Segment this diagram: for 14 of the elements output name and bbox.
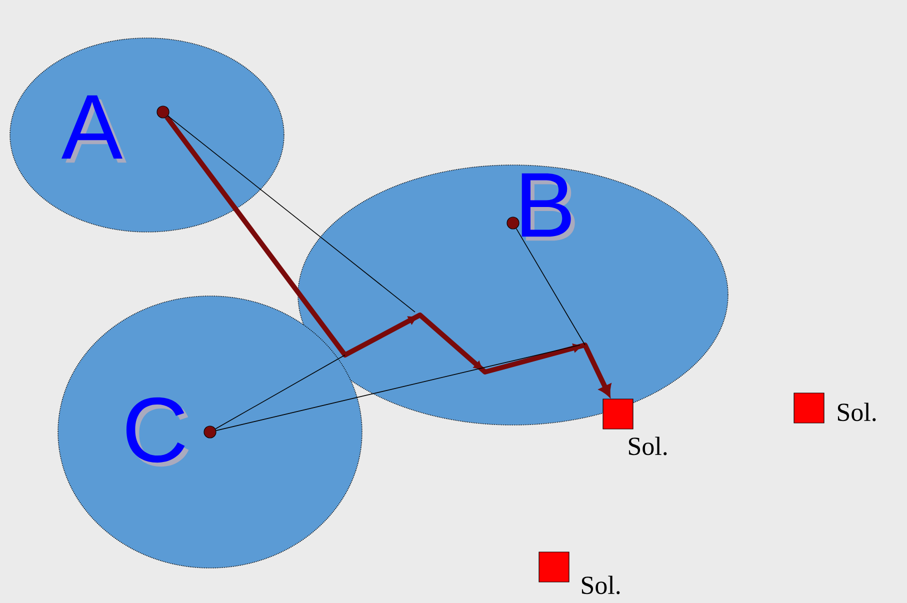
solution-label: Sol. bbox=[628, 436, 667, 456]
solution-label: Sol. bbox=[582, 576, 620, 594]
point-dot bbox=[204, 426, 216, 438]
point-dot bbox=[156, 106, 170, 118]
point-dot bbox=[506, 216, 520, 230]
projection-line bbox=[168, 116, 416, 312]
projection-line bbox=[216, 344, 580, 431]
solution-square bbox=[794, 392, 824, 424]
solution-label: Sol. bbox=[838, 402, 876, 422]
iteration-arrow bbox=[164, 116, 612, 397]
projection-line bbox=[516, 228, 586, 346]
projection-line bbox=[215, 354, 346, 430]
solution-square bbox=[538, 552, 570, 582]
solution-square bbox=[602, 398, 634, 430]
